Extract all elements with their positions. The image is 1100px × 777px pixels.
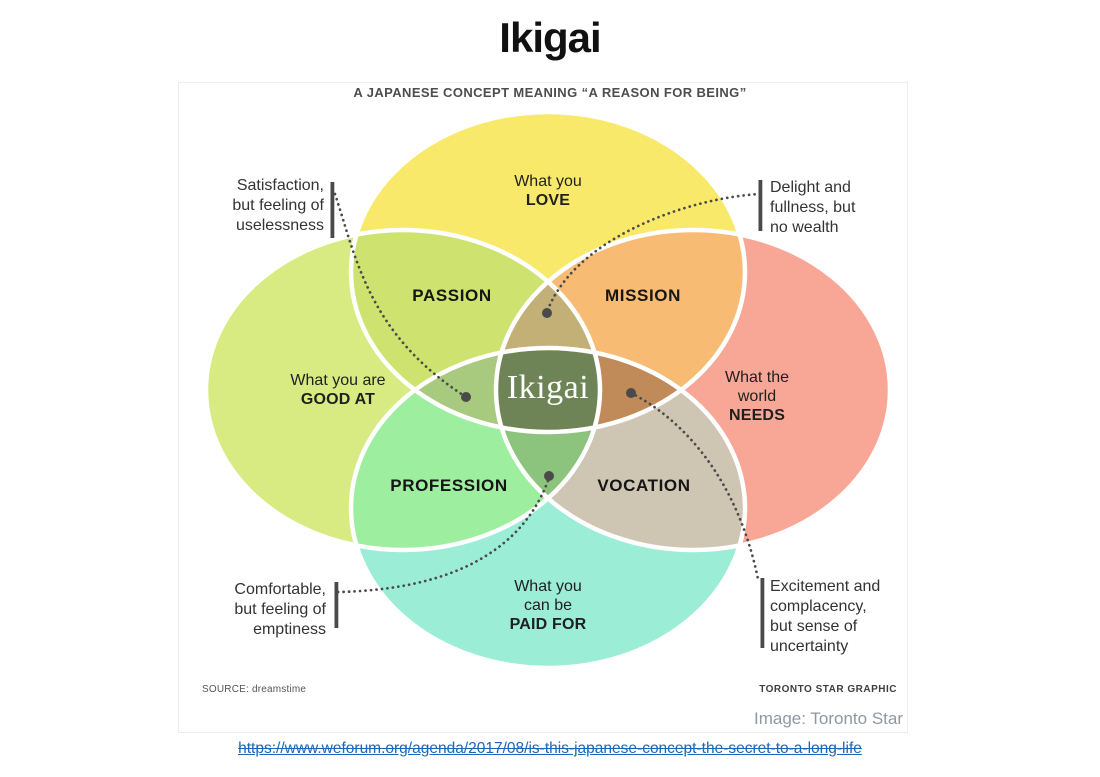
callout-top-left: Satisfaction, but feeling of uselessness [129,176,324,236]
connector-top-right [545,192,762,314]
graphic-credit: TORONTO STAR GRAPHIC [759,684,897,695]
callout-bottom-left: Comfortable, but feeling of emptiness [131,580,326,640]
outline-love [348,109,748,435]
connector-dot-left-petal [461,392,471,402]
connector-dot-bottom-petal [544,471,554,481]
label-vocation: VOCATION [597,476,691,495]
label-good-at-line1: What you are [290,372,386,389]
callout-bottom-right: Excitement and complacency, but sense of… [770,577,965,657]
callout-top-right-line2: fullness, but [770,199,856,216]
link-row: https://www.weforum.org/agenda/2017/08/i… [0,740,1100,758]
callout-top-right-line3: no wealth [770,219,839,236]
connector-dot-right-petal [626,388,636,398]
callout-bottom-left-line1: Comfortable, [234,581,326,598]
callout-bottom-left-line2: but feeling of [234,601,326,618]
callout-bottom-right-line1: Excitement and [770,578,881,595]
label-love-line1: What you [514,173,582,190]
label-love-line2: LOVE [525,192,571,209]
label-passion: PASSION [412,286,492,305]
callout-top-left-line3: uselessness [235,217,324,234]
callout-bottom-right-line2: complacency, [770,598,867,615]
callout-top-right: Delight and fullness, but no wealth [770,178,965,238]
callout-bar-bottom-left [334,582,339,628]
label-needs-line1: What the [724,369,790,386]
label-paid-for-line3: PAID FOR [509,616,587,633]
outline-good-at [203,227,603,553]
label-profession: PROFESSION [390,476,508,495]
page-title: Ikigai [499,14,601,61]
venn-diagram [203,109,893,671]
label-love: What you LOVE [448,172,648,210]
label-needs-line3: NEEDS [728,407,786,424]
source-link[interactable]: https://www.weforum.org/agenda/2017/08/i… [238,740,862,757]
callout-bottom-left-line3: emptiness [253,621,326,638]
diagram-subtitle: A JAPANESE CONCEPT MEANING “A REASON FOR… [353,85,747,100]
label-paid-for-line1: What you [514,578,582,595]
connector-bottom-left [336,476,551,594]
connector-bottom-right [629,391,760,581]
image-credit: Image: Toronto Star [754,709,903,728]
outline-paid-for [348,345,748,671]
label-good-at: What you are GOOD AT [238,371,438,409]
label-good-at-line2: GOOD AT [300,391,376,408]
callout-bar-bottom-right [760,578,765,648]
callout-bar-top-left [330,182,335,238]
label-needs: What the world NEEDS [657,368,857,425]
callout-top-left-line2: but feeling of [232,197,324,214]
callout-bar-top-right [758,180,763,231]
label-paid-for: What you can be PAID FOR [448,577,648,634]
label-ikigai-center: Ikigai [506,369,590,406]
callout-bottom-right-line4: uncertainty [770,638,849,655]
label-paid-for-line2: can be [523,597,573,614]
source-label: SOURCE: dreamstime [202,684,307,695]
outline-needs [493,227,893,553]
callout-top-left-line1: Satisfaction, [236,177,324,194]
callout-top-right-line1: Delight and [770,179,851,196]
callout-bottom-right-line3: but sense of [770,618,858,635]
connector-dot-top-petal [542,308,552,318]
label-needs-line2: world [737,388,777,405]
label-mission: MISSION [605,286,681,305]
